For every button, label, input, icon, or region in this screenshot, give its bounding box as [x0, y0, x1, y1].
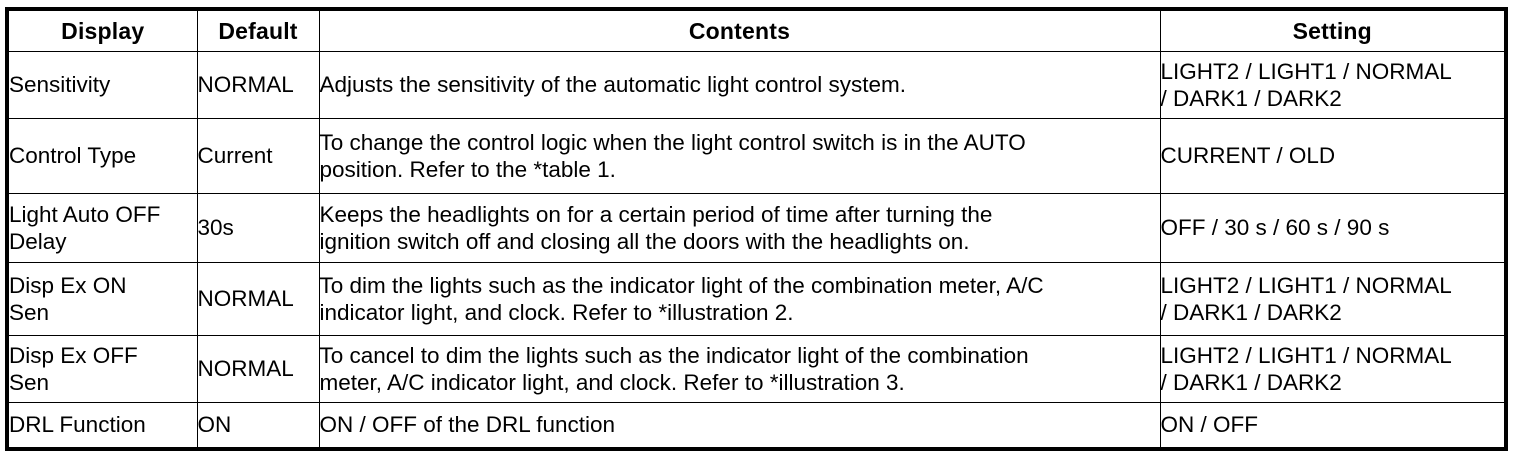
cell-default: ON — [196, 402, 320, 450]
cell-contents-text: ON / OFF of the DRL function — [319, 412, 616, 438]
cell-contents-text: Keeps the headlights on for a certain pe… — [319, 201, 993, 254]
cell-default: NORMAL — [196, 51, 320, 119]
cell-display-text: DRL Function — [9, 412, 146, 438]
column-header-setting: Setting — [1159, 8, 1507, 52]
cell-default: NORMAL — [196, 262, 320, 336]
settings-table-container: Display Default Contents Setting Sensiti… — [5, 7, 1508, 451]
header-row: Display Default Contents Setting — [6, 8, 1507, 52]
cell-contents-text: To cancel to dim the lights such as the … — [319, 342, 1029, 395]
cell-setting-text: LIGHT2 / LIGHT1 / NORMAL / DARK1 / DARK2 — [1160, 272, 1452, 325]
settings-table: Display Default Contents Setting Sensiti… — [5, 7, 1508, 451]
cell-setting: LIGHT2 / LIGHT1 / NORMAL / DARK1 / DARK2 — [1159, 335, 1507, 403]
cell-default: Current — [196, 118, 320, 194]
cell-display-text: Light Auto OFF Delay — [9, 201, 161, 254]
table-row: Control Type Current To change the contr… — [6, 118, 1507, 194]
table-row: Light Auto OFF Delay 30s Keeps the headl… — [6, 193, 1507, 263]
column-header-default: Default — [196, 8, 320, 52]
cell-setting-text: LIGHT2 / LIGHT1 / NORMAL / DARK1 / DARK2 — [1160, 342, 1452, 395]
cell-display: DRL Function — [6, 402, 198, 450]
cell-default: NORMAL — [196, 335, 320, 403]
cell-display-text: Disp Ex ON Sen — [9, 272, 127, 325]
cell-display-text: Control Type — [9, 143, 137, 169]
cell-default-text: Current — [197, 143, 273, 169]
cell-setting-text: CURRENT / OLD — [1160, 143, 1336, 169]
column-header-display: Display — [6, 8, 198, 52]
cell-contents-text: Adjusts the sensitivity of the automatic… — [319, 72, 907, 98]
cell-display: Sensitivity — [6, 51, 198, 119]
cell-display-text: Sensitivity — [9, 72, 111, 98]
cell-display: Disp Ex OFF Sen — [6, 335, 198, 403]
table-header: Display Default Contents Setting — [6, 8, 1507, 52]
table-row: Disp Ex OFF Sen NORMAL To cancel to dim … — [6, 335, 1507, 403]
cell-display-text: Disp Ex OFF Sen — [9, 342, 138, 395]
cell-contents-text: To change the control logic when the lig… — [319, 129, 1026, 182]
cell-contents-text: To dim the lights such as the indicator … — [319, 272, 1044, 325]
cell-contents: To change the control logic when the lig… — [318, 118, 1161, 194]
cell-contents: Keeps the headlights on for a certain pe… — [318, 193, 1161, 263]
cell-display: Disp Ex ON Sen — [6, 262, 198, 336]
cell-default: 30s — [196, 193, 320, 263]
cell-setting: OFF / 30 s / 60 s / 90 s — [1159, 193, 1507, 263]
cell-setting: LIGHT2 / LIGHT1 / NORMAL / DARK1 / DARK2 — [1159, 262, 1507, 336]
cell-setting-text: ON / OFF — [1160, 412, 1259, 438]
cell-contents: ON / OFF of the DRL function — [318, 402, 1161, 450]
cell-default-text: NORMAL — [197, 356, 294, 382]
cell-default-text: ON — [197, 412, 232, 438]
cell-display: Control Type — [6, 118, 198, 194]
cell-contents: To dim the lights such as the indicator … — [318, 262, 1161, 336]
table-row: DRL Function ON ON / OFF of the DRL func… — [6, 402, 1507, 450]
cell-setting: CURRENT / OLD — [1159, 118, 1507, 194]
cell-setting-text: LIGHT2 / LIGHT1 / NORMAL / DARK1 / DARK2 — [1160, 58, 1452, 111]
table-row: Disp Ex ON Sen NORMAL To dim the lights … — [6, 262, 1507, 336]
cell-default-text: 30s — [197, 215, 234, 241]
cell-default-text: NORMAL — [197, 72, 294, 98]
cell-display: Light Auto OFF Delay — [6, 193, 198, 263]
column-header-contents: Contents — [318, 8, 1161, 52]
cell-contents: Adjusts the sensitivity of the automatic… — [318, 51, 1161, 119]
table-row: Sensitivity NORMAL Adjusts the sensitivi… — [6, 51, 1507, 119]
cell-setting: ON / OFF — [1159, 402, 1507, 450]
table-body: Sensitivity NORMAL Adjusts the sensitivi… — [6, 51, 1507, 450]
cell-default-text: NORMAL — [197, 286, 294, 312]
cell-contents: To cancel to dim the lights such as the … — [318, 335, 1161, 403]
cell-setting: LIGHT2 / LIGHT1 / NORMAL / DARK1 / DARK2 — [1159, 51, 1507, 119]
cell-setting-text: OFF / 30 s / 60 s / 90 s — [1160, 215, 1390, 241]
